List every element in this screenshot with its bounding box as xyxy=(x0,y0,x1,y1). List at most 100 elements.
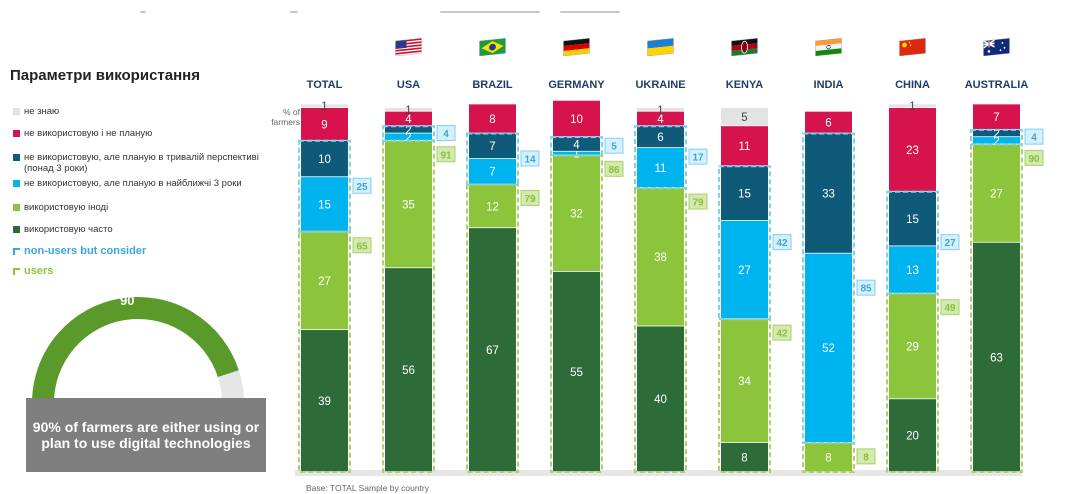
bar-segment xyxy=(721,126,768,166)
data-label: 10 xyxy=(570,114,583,126)
data-label: 1 xyxy=(405,105,411,117)
users-total-label: 79 xyxy=(524,194,536,205)
bar-segment xyxy=(553,151,600,155)
data-label: 1 xyxy=(909,101,915,113)
bar-segment xyxy=(721,166,768,221)
users-total-badge xyxy=(688,193,708,210)
data-label: 10 xyxy=(318,154,331,166)
legend-label: використовую часто xyxy=(24,224,113,235)
consider-total-badge xyxy=(436,124,456,141)
legend-label: non-users but consider xyxy=(24,245,147,257)
data-label: 63 xyxy=(990,352,1003,364)
bar-segment xyxy=(469,184,516,228)
data-label: 13 xyxy=(906,265,919,277)
bar-segment xyxy=(385,108,432,111)
users-total-badge xyxy=(436,146,456,163)
tick-label: TOTAL xyxy=(307,79,343,91)
gauge-caption: 90% of farmers are either using or plan … xyxy=(26,398,266,472)
flag-usa-icon xyxy=(395,38,422,57)
legend-swatch xyxy=(13,204,20,211)
bar-segment xyxy=(889,246,936,293)
users-total-label: 42 xyxy=(776,329,788,340)
bar-segment xyxy=(469,104,516,133)
data-label: 15 xyxy=(318,199,331,211)
consider-total-label: 27 xyxy=(944,238,956,249)
consider-total-label: 17 xyxy=(692,153,704,164)
data-label: 33 xyxy=(822,189,835,201)
bar-segment xyxy=(973,144,1020,242)
consider-total-label: 42 xyxy=(776,238,788,249)
users-total-label: 8 xyxy=(863,452,869,463)
consider-outline xyxy=(634,125,687,190)
legend-label: використовую іноді xyxy=(24,202,109,213)
legend-swatch xyxy=(13,268,20,275)
flag-india-icon xyxy=(815,38,842,57)
bar-segment xyxy=(637,108,684,111)
data-label: 27 xyxy=(318,276,331,288)
flag-australia-icon xyxy=(983,38,1010,57)
data-label: 56 xyxy=(402,365,415,377)
bar-segment xyxy=(721,108,768,126)
consider-total-badge xyxy=(1024,128,1044,145)
consider-total-badge xyxy=(352,177,372,194)
users-total-label: 90 xyxy=(1028,154,1040,165)
data-label: 2 xyxy=(993,128,999,140)
cropped-heading-fragment xyxy=(140,6,640,18)
bar-segment xyxy=(385,140,432,268)
tick-label: GERMANY xyxy=(548,79,605,91)
tick-label: AUSTRALIA xyxy=(965,79,1029,91)
legend-label: не знаю xyxy=(24,106,60,117)
gauge-value: 90 xyxy=(120,293,135,308)
data-label: 27 xyxy=(990,189,1003,201)
users-total-label: 86 xyxy=(608,165,620,176)
data-label: 39 xyxy=(318,396,331,408)
bar-segment xyxy=(637,111,684,126)
consider-total-label: 4 xyxy=(443,129,449,140)
bar-segment xyxy=(301,104,348,108)
bar-segment xyxy=(553,100,600,137)
page-title: Параметри використання xyxy=(10,67,200,84)
bar-segment xyxy=(805,253,852,443)
users-outline xyxy=(718,318,771,473)
legend-label: users xyxy=(24,265,54,277)
data-label: 32 xyxy=(570,209,583,221)
bar-segment xyxy=(301,231,348,330)
bar-segment xyxy=(805,442,852,472)
bar-segment xyxy=(889,293,936,399)
users-outline xyxy=(466,183,519,473)
consider-total-label: 4 xyxy=(1031,133,1037,144)
data-label: 2 xyxy=(405,132,411,144)
data-label: 7 xyxy=(489,167,495,179)
gauge-fill-arc xyxy=(32,297,239,404)
legend-swatch xyxy=(13,108,20,115)
consider-total-badge xyxy=(604,137,624,154)
data-label: 52 xyxy=(822,343,835,355)
tick-label: BRAZIL xyxy=(472,79,513,91)
bar-segment xyxy=(553,271,600,472)
bar-segment xyxy=(889,191,936,246)
bar-segment xyxy=(469,133,516,159)
data-label: 4 xyxy=(573,139,580,151)
consider-outline xyxy=(802,132,855,444)
data-label: 23 xyxy=(906,145,919,157)
bar-segment xyxy=(637,126,684,148)
data-label: 38 xyxy=(654,252,667,264)
legend-swatch xyxy=(13,248,20,255)
data-label: 67 xyxy=(486,345,499,357)
users-total-badge xyxy=(352,237,372,254)
bar-segment xyxy=(301,330,348,472)
users-total-badge xyxy=(604,160,624,177)
consider-total-badge xyxy=(772,234,792,251)
data-label: 7 xyxy=(489,141,495,153)
data-label: 35 xyxy=(402,199,415,211)
data-label: 8 xyxy=(489,114,495,126)
users-total-label: 49 xyxy=(944,303,956,314)
bar-segment xyxy=(721,220,768,319)
consider-total-label: 25 xyxy=(356,182,368,193)
bar-segment xyxy=(973,129,1020,137)
data-label: 6 xyxy=(825,118,831,130)
